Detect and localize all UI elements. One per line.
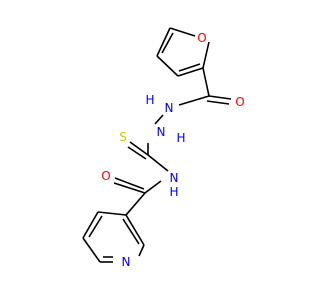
bond bbox=[169, 27, 196, 37]
bond bbox=[113, 182, 146, 194]
furan-carbonyl-oxygen-label: O bbox=[235, 95, 244, 109]
bond bbox=[208, 95, 232, 100]
bond bbox=[156, 55, 179, 77]
bond bbox=[202, 41, 210, 69]
hydrazide-nh-1-h-label: H bbox=[145, 93, 154, 107]
bond bbox=[178, 95, 210, 106]
bond bbox=[178, 63, 201, 72]
bond bbox=[125, 192, 146, 216]
bond bbox=[127, 146, 147, 160]
thiocarbonyl-sulfur-label: S bbox=[119, 130, 127, 144]
amide-nh-n-label: N bbox=[170, 171, 179, 185]
bond bbox=[206, 100, 230, 105]
nicotinoyl-oxygen-label: O bbox=[101, 169, 110, 183]
bond bbox=[161, 32, 174, 54]
hydrazide-nh-1-n-label: N bbox=[165, 101, 174, 115]
molecule-structure: O O H N N H S N H O N bbox=[82, 27, 245, 269]
bond bbox=[97, 211, 127, 216]
bond bbox=[147, 154, 169, 172]
bond bbox=[88, 215, 103, 238]
atom-labels: O O H N N H S N H O N bbox=[101, 31, 244, 269]
bond bbox=[138, 244, 145, 257]
bond bbox=[202, 67, 210, 97]
bond bbox=[144, 180, 162, 194]
pyridine-nitrogen-label: N bbox=[122, 255, 131, 269]
bond bbox=[82, 237, 101, 263]
hydrazide-nh-2-n-label: N bbox=[157, 125, 166, 139]
bond bbox=[82, 211, 99, 239]
bond bbox=[156, 27, 171, 57]
bond bbox=[177, 67, 204, 77]
furan-oxygen-label: O bbox=[197, 31, 206, 45]
amide-nh-h-label: H bbox=[169, 185, 178, 199]
bond bbox=[122, 218, 140, 245]
bond bbox=[114, 177, 145, 190]
bonds bbox=[82, 27, 232, 263]
bond bbox=[129, 141, 149, 156]
hydrazide-nh-2-h-label: H bbox=[176, 131, 185, 145]
bond bbox=[154, 114, 164, 125]
bond bbox=[125, 214, 145, 246]
